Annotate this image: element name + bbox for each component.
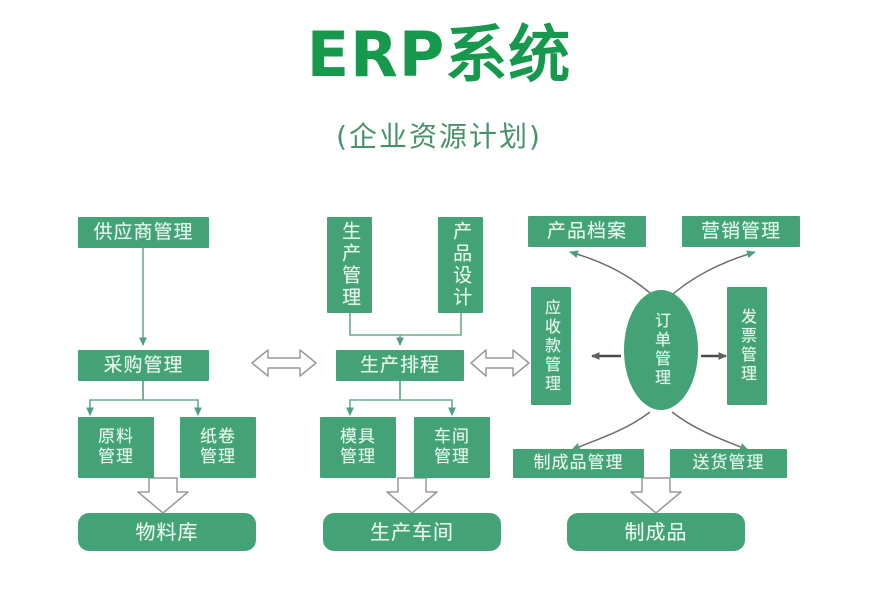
hollow-arrow-to-finished-goods (630, 477, 682, 514)
double-arrow-purchase-scheduling (251, 349, 317, 377)
double-arrow-scheduling-receivables (470, 349, 530, 377)
node-marketing-management[interactable]: 营销管理 (682, 216, 800, 247)
arc-order-to-finished-goods-mgmt (571, 411, 651, 451)
arc-order-to-delivery (671, 411, 749, 451)
wire-purchase-to-materials (86, 381, 202, 416)
node-receivables-management[interactable]: 应收款管理 (531, 287, 571, 405)
node-supplier-management[interactable]: 供应商管理 (78, 217, 209, 248)
node-workshop-management[interactable]: 车间管理 (414, 417, 490, 478)
arc-order-to-product-archive (569, 250, 659, 301)
wire-scheduling-to-shopfloor (346, 381, 456, 416)
node-production-scheduling[interactable]: 生产排程 (336, 350, 464, 381)
node-label: 车间管理 (433, 427, 470, 467)
node-label: 纸卷管理 (199, 427, 236, 467)
node-material-warehouse[interactable]: 物料库 (78, 513, 256, 551)
node-label: 模具管理 (339, 427, 376, 467)
node-paper-roll-management[interactable]: 纸卷管理 (180, 417, 256, 478)
node-purchase-management[interactable]: 采购管理 (78, 350, 209, 381)
wire-production-to-scheduling (349, 313, 462, 346)
node-product-archive[interactable]: 产品档案 (528, 216, 646, 247)
hollow-arrow-to-production-workshop (386, 477, 438, 514)
node-label: 原料管理 (97, 427, 134, 467)
node-order-management[interactable]: 订单管理 (624, 290, 698, 410)
node-finished-goods-management[interactable]: 制成品管理 (513, 449, 644, 478)
node-raw-material-management[interactable]: 原料管理 (78, 417, 154, 478)
node-finished-goods[interactable]: 制成品 (567, 513, 745, 551)
node-production-workshop[interactable]: 生产车间 (323, 513, 501, 551)
page-title: ERP系统 (306, 18, 572, 91)
node-product-design[interactable]: 产品设计 (438, 217, 483, 313)
node-production-management[interactable]: 生产管理 (327, 217, 372, 313)
node-delivery-management[interactable]: 送货管理 (670, 449, 787, 478)
node-invoice-management[interactable]: 发票管理 (727, 287, 767, 405)
page-subtitle: (企业资源计划) (336, 120, 542, 153)
hollow-arrow-to-material-warehouse (137, 477, 189, 514)
node-mold-management[interactable]: 模具管理 (320, 417, 396, 478)
